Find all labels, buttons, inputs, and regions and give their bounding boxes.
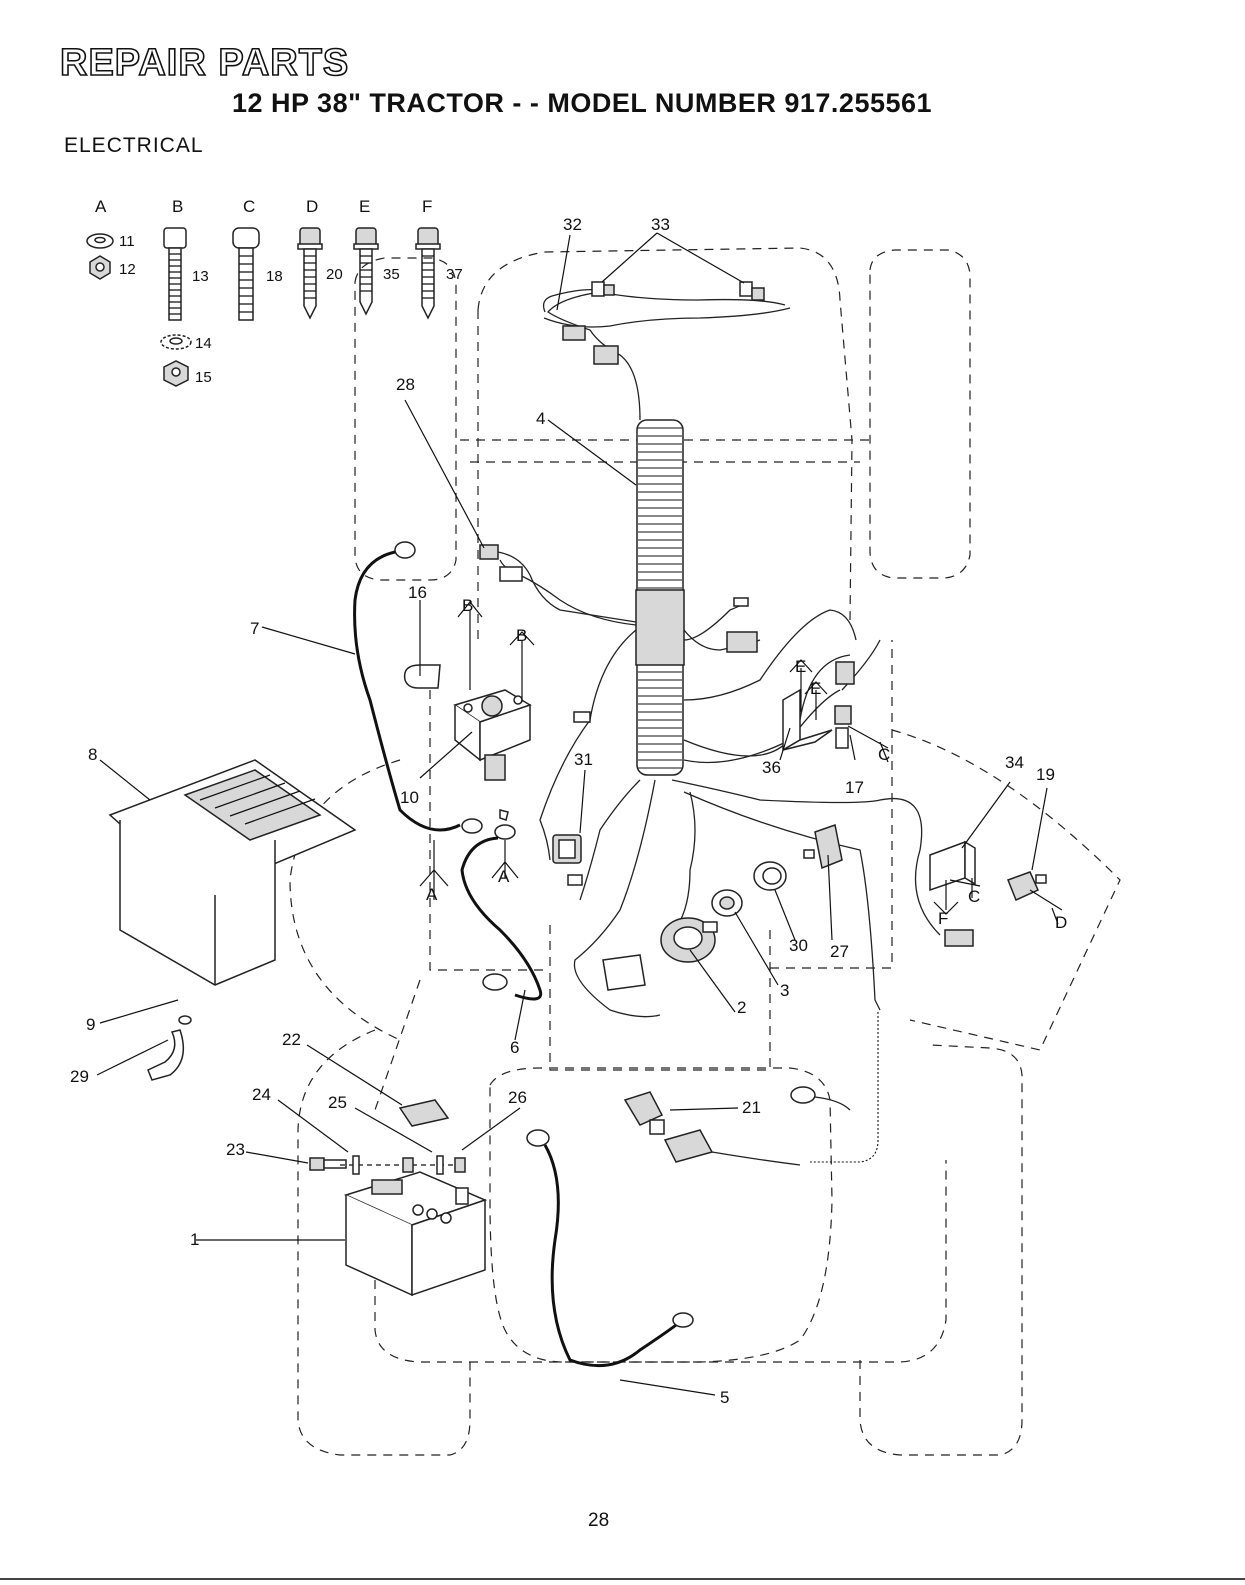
- connector-plug-icon: [727, 632, 757, 652]
- callout-10: 10: [400, 788, 419, 807]
- callout-22: 22: [282, 1030, 301, 1049]
- ref-a-left: A: [426, 885, 438, 904]
- ref-b-right: B: [516, 626, 527, 645]
- part-label-35: 35: [383, 266, 400, 283]
- hardware-letter-f: F: [422, 197, 432, 216]
- pto-switch-icon: [625, 1087, 850, 1165]
- nut-icon: [455, 1158, 465, 1172]
- part-label-15: 15: [195, 369, 212, 386]
- harness-connector-28: [480, 545, 636, 622]
- switch-bezel-icon: [754, 862, 786, 890]
- battery-terminal-cover-icon: [400, 1100, 448, 1126]
- ref-f: F: [938, 909, 948, 928]
- mounting-bracket-icon: [783, 690, 832, 750]
- callout-25: 25: [328, 1093, 347, 1112]
- callout-34: 34: [1005, 753, 1024, 772]
- battery-cable-5: [527, 1130, 693, 1366]
- terminal-icon: [574, 712, 590, 722]
- seat-switch-bracket-icon: [930, 842, 975, 890]
- callout-19: 19: [1036, 765, 1055, 784]
- part-label-14: 14: [195, 335, 212, 352]
- lock-washer-icon: [161, 335, 191, 349]
- hex-bolt-icon: [164, 228, 186, 320]
- callout-33: 33: [651, 215, 670, 234]
- part-label-13: 13: [192, 268, 209, 285]
- callout-3: 3: [780, 981, 789, 1000]
- callout-32: 32: [563, 215, 582, 234]
- ignition-switch-icon: [603, 918, 717, 990]
- page-number: 28: [588, 1510, 609, 1532]
- ref-c-lower: C: [968, 887, 980, 906]
- washer-icon: [437, 1156, 443, 1174]
- callout-30: 30: [789, 936, 808, 955]
- callout-29: 29: [70, 1067, 89, 1086]
- bottom-divider: [0, 1578, 1245, 1580]
- callout-8: 8: [88, 745, 97, 764]
- light-switch-icon: [553, 835, 582, 885]
- washer-icon: [353, 1156, 359, 1174]
- callout-36: 36: [762, 758, 781, 777]
- terminal-icon: [734, 598, 748, 606]
- hardware-letter-e: E: [359, 197, 370, 216]
- battery-bolt-icon: [310, 1158, 346, 1170]
- callout-17: 17: [845, 778, 864, 797]
- callout-9: 9: [86, 1015, 95, 1034]
- terminal-boot-icon: [405, 665, 440, 688]
- headlight-plug-icon: [594, 346, 618, 364]
- battery-box-icon: [110, 760, 355, 985]
- harness-coil-sheath: [636, 420, 684, 775]
- callout-28: 28: [396, 375, 415, 394]
- callout-23: 23: [226, 1140, 245, 1159]
- callout-1: 1: [190, 1230, 199, 1249]
- starter-solenoid-icon: [455, 690, 530, 780]
- callout-24: 24: [252, 1085, 271, 1104]
- headlight-bulb-icon: [740, 282, 764, 300]
- connector-plug-icon: [500, 567, 522, 581]
- ref-e-upper: E: [795, 657, 806, 676]
- hardware-letter-b: B: [172, 197, 183, 216]
- callout-27: 27: [830, 942, 849, 961]
- relay-module-icon: [804, 825, 842, 868]
- ref-b-left: B: [462, 596, 473, 615]
- callout-4: 4: [536, 409, 545, 428]
- ref-e-lower: E: [810, 679, 821, 698]
- ref-c-upper: C: [878, 745, 890, 764]
- carriage-bolt-icon: [233, 228, 259, 320]
- hex-screw-icon: [416, 228, 440, 318]
- hardware-letter-a: A: [95, 197, 107, 216]
- headlight-bulb-icon: [592, 282, 614, 296]
- callout-7: 7: [250, 619, 259, 638]
- callout-21: 21: [742, 1098, 761, 1117]
- interlock-switch-icon: [835, 662, 854, 748]
- ref-d: D: [1055, 913, 1067, 932]
- hex-nut-icon: [90, 256, 110, 279]
- terminal-clamp-icon: [403, 1158, 413, 1172]
- drain-tube-icon: [148, 1016, 191, 1080]
- part-label-11: 11: [119, 233, 135, 250]
- callout-31: 31: [574, 750, 593, 769]
- hex-screw-icon: [354, 228, 378, 314]
- battery-cable-6: [462, 810, 541, 999]
- hex-screw-icon: [298, 228, 322, 318]
- battery-icon: [346, 1172, 485, 1295]
- flat-washer-icon: [87, 234, 113, 248]
- coiled-cord: [810, 1012, 878, 1162]
- callout-26: 26: [508, 1088, 527, 1107]
- seat-switch-icon: [945, 872, 1046, 946]
- part-label-20: 20: [326, 266, 343, 283]
- hardware-legend: A B C D E F 11 12 13 14: [87, 197, 463, 386]
- hardware-letter-d: D: [306, 197, 318, 216]
- connector-plug-icon: [563, 326, 585, 340]
- part-label-18: 18: [266, 268, 283, 285]
- callout-5: 5: [720, 1388, 729, 1407]
- part-label-12: 12: [119, 261, 136, 278]
- callout-16: 16: [408, 583, 427, 602]
- hardware-letter-c: C: [243, 197, 255, 216]
- ignition-nut-icon: [712, 890, 742, 916]
- lock-nut-icon: [164, 361, 188, 386]
- callout-6: 6: [510, 1038, 519, 1057]
- ref-a-right: A: [498, 867, 510, 886]
- callout-2: 2: [737, 998, 746, 1017]
